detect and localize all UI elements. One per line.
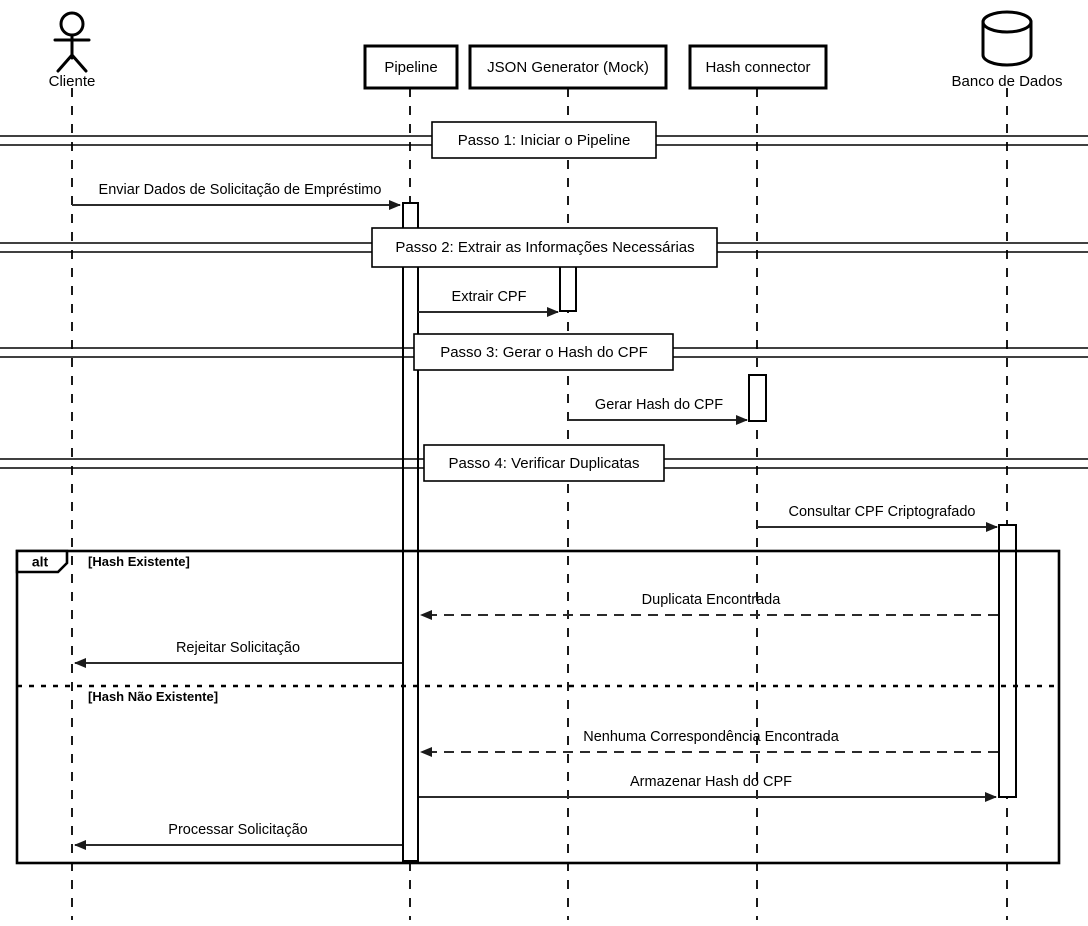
message-processar-solicitacao[interactable]: Processar Solicitação [74, 822, 402, 850]
message-label-duplicata-encontrada: Duplicata Encontrada [642, 592, 782, 608]
message-extrair-cpf[interactable]: Extrair CPF [418, 289, 559, 317]
participant-cliente[interactable]: Cliente [49, 11, 96, 90]
alt-fragment-operator-label: alt [32, 554, 49, 570]
database-cylinder-icon [981, 10, 1033, 67]
participant-label-banco-de-dados: Banco de Dados [952, 73, 1063, 90]
step-label-passo1: Passo 1: Iniciar o Pipeline [458, 132, 631, 149]
participant-banco-de-dados[interactable]: Banco de Dados [952, 10, 1063, 90]
alt-guard-label-2: [Hash Não Existente] [88, 689, 218, 704]
message-label-processar-solicitacao: Processar Solicitação [168, 822, 307, 838]
participant-box-pipeline [363, 44, 459, 90]
step-box-rect-passo1 [431, 121, 657, 159]
step-label-passo4: Passo 4: Verificar Duplicatas [449, 455, 640, 472]
message-gerar-hash-do-cpf[interactable]: Gerar Hash do CPF [568, 397, 748, 425]
step-box-passo4: Passo 4: Verificar Duplicatas [423, 444, 665, 482]
alt-guard-label-1: [Hash Existente] [88, 554, 190, 569]
activation-bar-banco-de-dados [998, 524, 1017, 798]
message-rejeitar-solicitacao[interactable]: Rejeitar Solicitação [74, 640, 402, 668]
participant-hash-connector[interactable]: Hash connector [688, 44, 828, 90]
message-label-enviar-dados: Enviar Dados de Solicitação de Empréstim… [99, 182, 382, 198]
message-label-nenhuma-correspondencia-encontrada: Nenhuma Correspondência Encontrada [583, 729, 839, 745]
step-box-passo3: Passo 3: Gerar o Hash do CPF [413, 333, 674, 371]
participant-label-json-generator: JSON Generator (Mock) [487, 59, 649, 76]
step-box-rect-passo4 [423, 444, 665, 482]
step-box-rect-passo3 [413, 333, 674, 371]
step-box-passo1: Passo 1: Iniciar o Pipeline [431, 121, 657, 159]
message-label-rejeitar-solicitacao: Rejeitar Solicitação [176, 640, 300, 656]
alt-fragment-operator-tab [15, 549, 69, 574]
message-armazenar-hash-do-cpf[interactable]: Armazenar Hash do CPF [419, 774, 997, 802]
activation-bars-group [402, 202, 1017, 862]
step-label-passo2: Passo 2: Extrair as Informações Necessár… [395, 239, 694, 256]
participant-json-generator[interactable]: JSON Generator (Mock) [468, 44, 668, 90]
participant-label-pipeline: Pipeline [384, 59, 437, 76]
message-consultar-cpf-criptografado[interactable]: Consultar CPF Criptografado [757, 504, 998, 532]
message-label-extrair-cpf: Extrair CPF [452, 289, 527, 305]
participant-label-hash-connector: Hash connector [705, 59, 810, 76]
step-box-rect-passo2 [371, 227, 718, 268]
participant-label-cliente: Cliente [49, 73, 96, 90]
message-label-consultar-cpf-criptografado: Consultar CPF Criptografado [789, 504, 976, 520]
message-nenhuma-correspondencia-encontrada[interactable]: Nenhuma Correspondência Encontrada [420, 729, 998, 757]
step-box-passo2: Passo 2: Extrair as Informações Necessár… [371, 227, 718, 268]
participant-box-hash-connector [688, 44, 828, 90]
step-label-passo3: Passo 3: Gerar o Hash do CPF [440, 344, 648, 361]
participant-box-json-generator [468, 44, 668, 90]
message-label-gerar-hash-do-cpf: Gerar Hash do CPF [595, 397, 723, 413]
message-enviar-dados[interactable]: Enviar Dados de Solicitação de Empréstim… [72, 182, 401, 210]
activation-bar-json-generator [559, 265, 577, 312]
actor-stick-figure-icon [53, 11, 91, 73]
participant-pipeline[interactable]: Pipeline [363, 44, 459, 90]
activation-bar-hash-connector [748, 374, 767, 422]
alt-fragment: alt [Hash Existente] [Hash Não Existente… [15, 549, 1061, 865]
alt-fragment-border [15, 549, 1061, 865]
message-label-armazenar-hash-do-cpf: Armazenar Hash do CPF [630, 774, 792, 790]
message-duplicata-encontrada[interactable]: Duplicata Encontrada [420, 592, 998, 620]
